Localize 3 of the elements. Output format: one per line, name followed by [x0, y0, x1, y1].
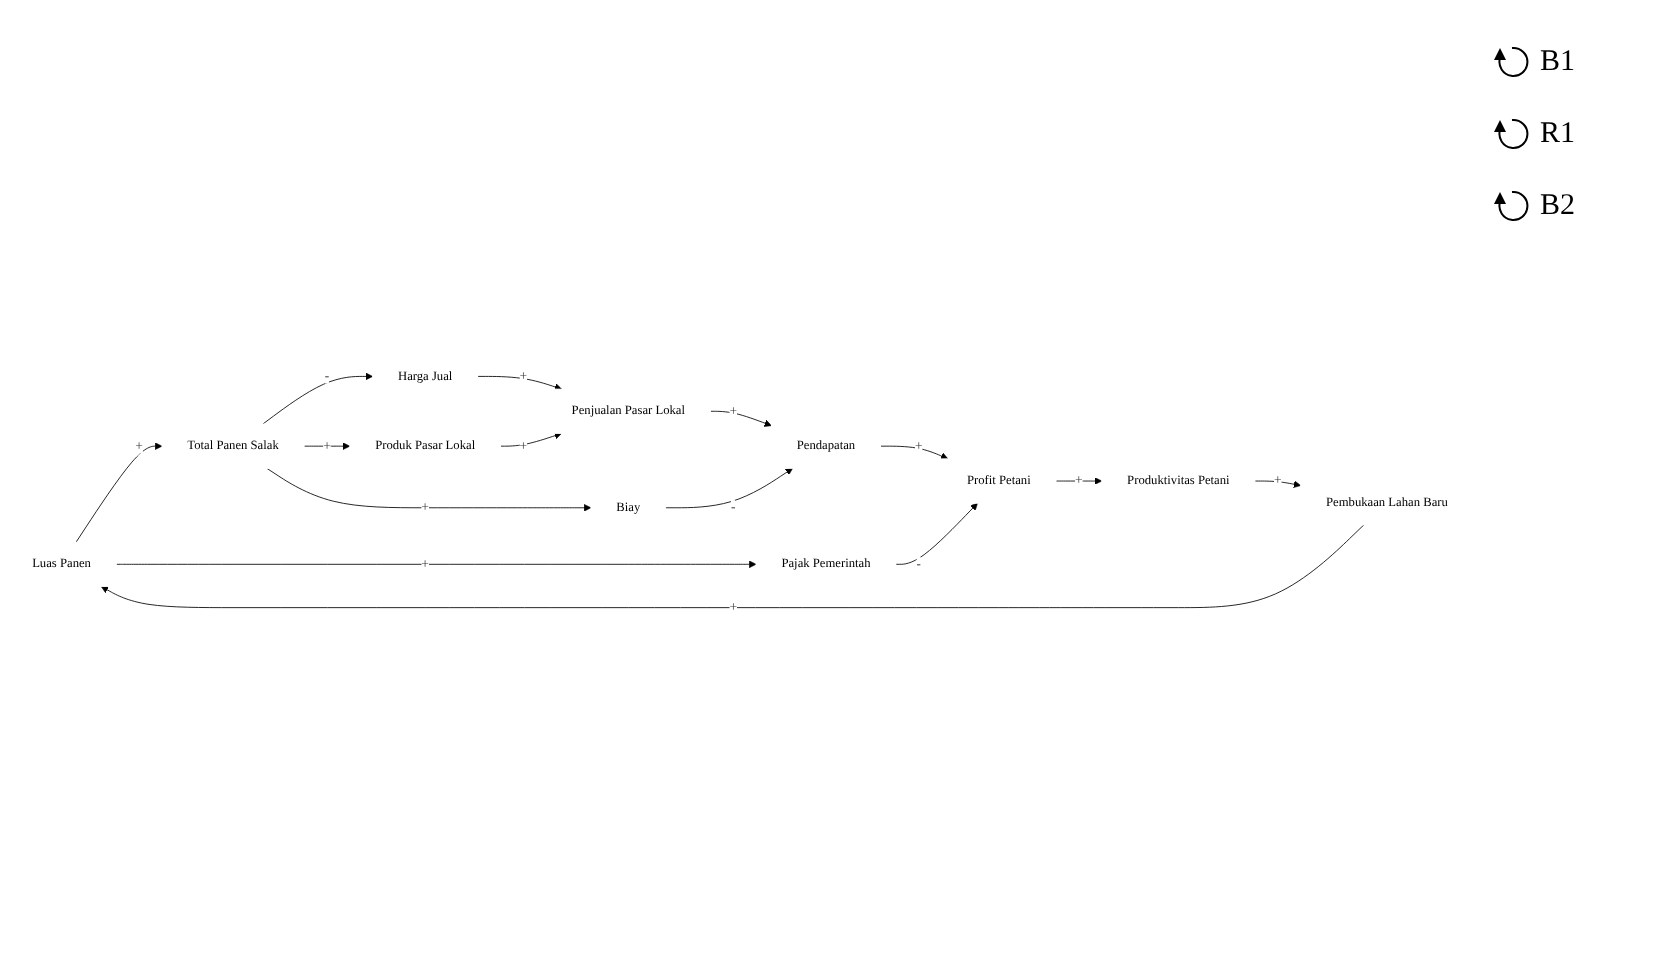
loop-label: B1 — [1540, 45, 1576, 79]
loop-label: R1 — [1540, 117, 1576, 151]
loop-label: B2 — [1540, 189, 1576, 223]
